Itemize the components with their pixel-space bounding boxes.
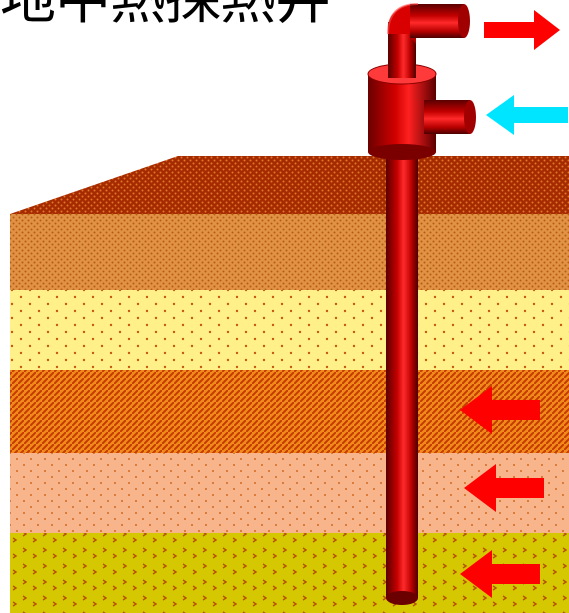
wellhead-cap <box>367 63 437 160</box>
layer-top-surface <box>10 156 569 214</box>
outlet-elbow <box>387 3 470 78</box>
layer-yellow <box>10 290 569 370</box>
inlet-stub <box>424 100 476 134</box>
heat-in-arrow-1 <box>460 386 540 434</box>
diagram-title: 地中熱採熱井 <box>0 0 331 30</box>
well-pipe-bottom <box>386 591 418 605</box>
flows <box>460 10 568 598</box>
inlet-cold-arrow <box>486 95 568 135</box>
layer-orange <box>10 214 569 290</box>
outlet-hot-arrow <box>484 10 560 50</box>
heat-in-arrow-2 <box>464 464 544 512</box>
well-pipe-shaft <box>386 150 418 598</box>
well-pipe <box>386 150 418 605</box>
heat-in-arrow-3 <box>460 550 540 598</box>
ground-block <box>10 156 569 613</box>
